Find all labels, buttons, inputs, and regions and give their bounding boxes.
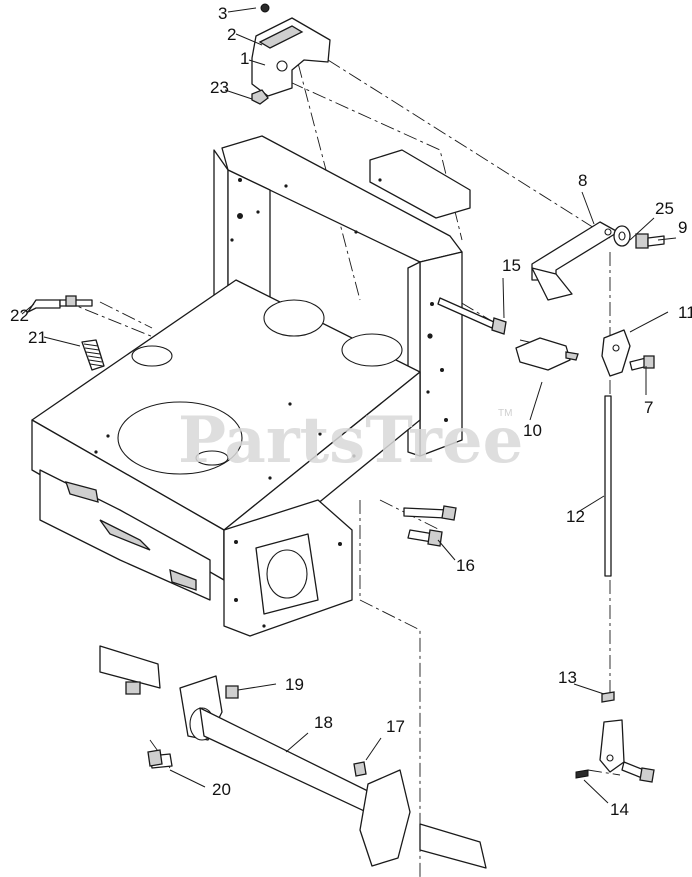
callout-3: 3 xyxy=(218,4,227,23)
callout-11: 11 xyxy=(678,303,692,322)
frame-holes xyxy=(94,178,448,628)
leader-line-13 xyxy=(573,683,605,695)
leader-line-1 xyxy=(248,59,266,66)
leader-line-3 xyxy=(227,7,257,13)
callout-1: 1 xyxy=(240,49,249,68)
clevis-11 xyxy=(601,329,655,377)
watermark: PartsTree xyxy=(178,403,523,478)
rod-12 xyxy=(604,395,612,577)
callout-7: 7 xyxy=(644,398,653,417)
callout-25: 25 xyxy=(655,199,674,218)
control-lever xyxy=(531,221,665,301)
leader-line-16 xyxy=(437,539,456,561)
bumper-10 xyxy=(515,337,579,371)
callout-21: 21 xyxy=(28,328,47,347)
leader-line-2 xyxy=(235,33,263,46)
callout-2: 2 xyxy=(227,25,236,44)
callout-19: 19 xyxy=(285,675,304,694)
callout-22: 22 xyxy=(10,306,29,325)
callout-23: 23 xyxy=(210,78,229,97)
leader-line-9 xyxy=(657,237,677,241)
bolts-16 xyxy=(403,505,457,547)
callout-18: 18 xyxy=(314,713,333,732)
leader-line-20 xyxy=(169,769,206,788)
leader-line-23 xyxy=(224,89,253,100)
lower-clevis xyxy=(575,691,655,783)
callout-8: 8 xyxy=(578,171,587,190)
leader-line-11 xyxy=(629,311,669,333)
callout-16: 16 xyxy=(456,556,475,575)
leader-line-19 xyxy=(237,683,277,691)
bolt-15 xyxy=(437,297,507,335)
callout-17: 17 xyxy=(386,717,405,736)
callout-15: 15 xyxy=(502,256,521,275)
callout-10: 10 xyxy=(523,421,542,440)
leader-line-21 xyxy=(43,336,81,347)
bolt-22 xyxy=(27,295,93,313)
watermark-trademark: TM xyxy=(498,408,512,419)
leader-line-10 xyxy=(529,381,543,421)
frame-assembly xyxy=(31,135,471,637)
leader-line-18 xyxy=(285,732,309,753)
leader-line-14 xyxy=(583,779,609,804)
leader-line-15 xyxy=(502,277,505,319)
leader-line-12 xyxy=(577,495,605,513)
spring-21 xyxy=(81,339,105,371)
leader-line-17 xyxy=(365,737,382,761)
leader-line-8 xyxy=(581,191,595,225)
upper-bracket xyxy=(251,3,331,105)
callout-13: 13 xyxy=(558,668,577,687)
axle-18 xyxy=(99,645,487,869)
leader-line-22 xyxy=(21,303,35,315)
callout-12: 12 xyxy=(566,507,585,526)
callout-9: 9 xyxy=(678,218,687,237)
leader-line-25 xyxy=(629,217,655,241)
callout-20: 20 xyxy=(212,780,231,799)
callout-14: 14 xyxy=(610,800,629,819)
